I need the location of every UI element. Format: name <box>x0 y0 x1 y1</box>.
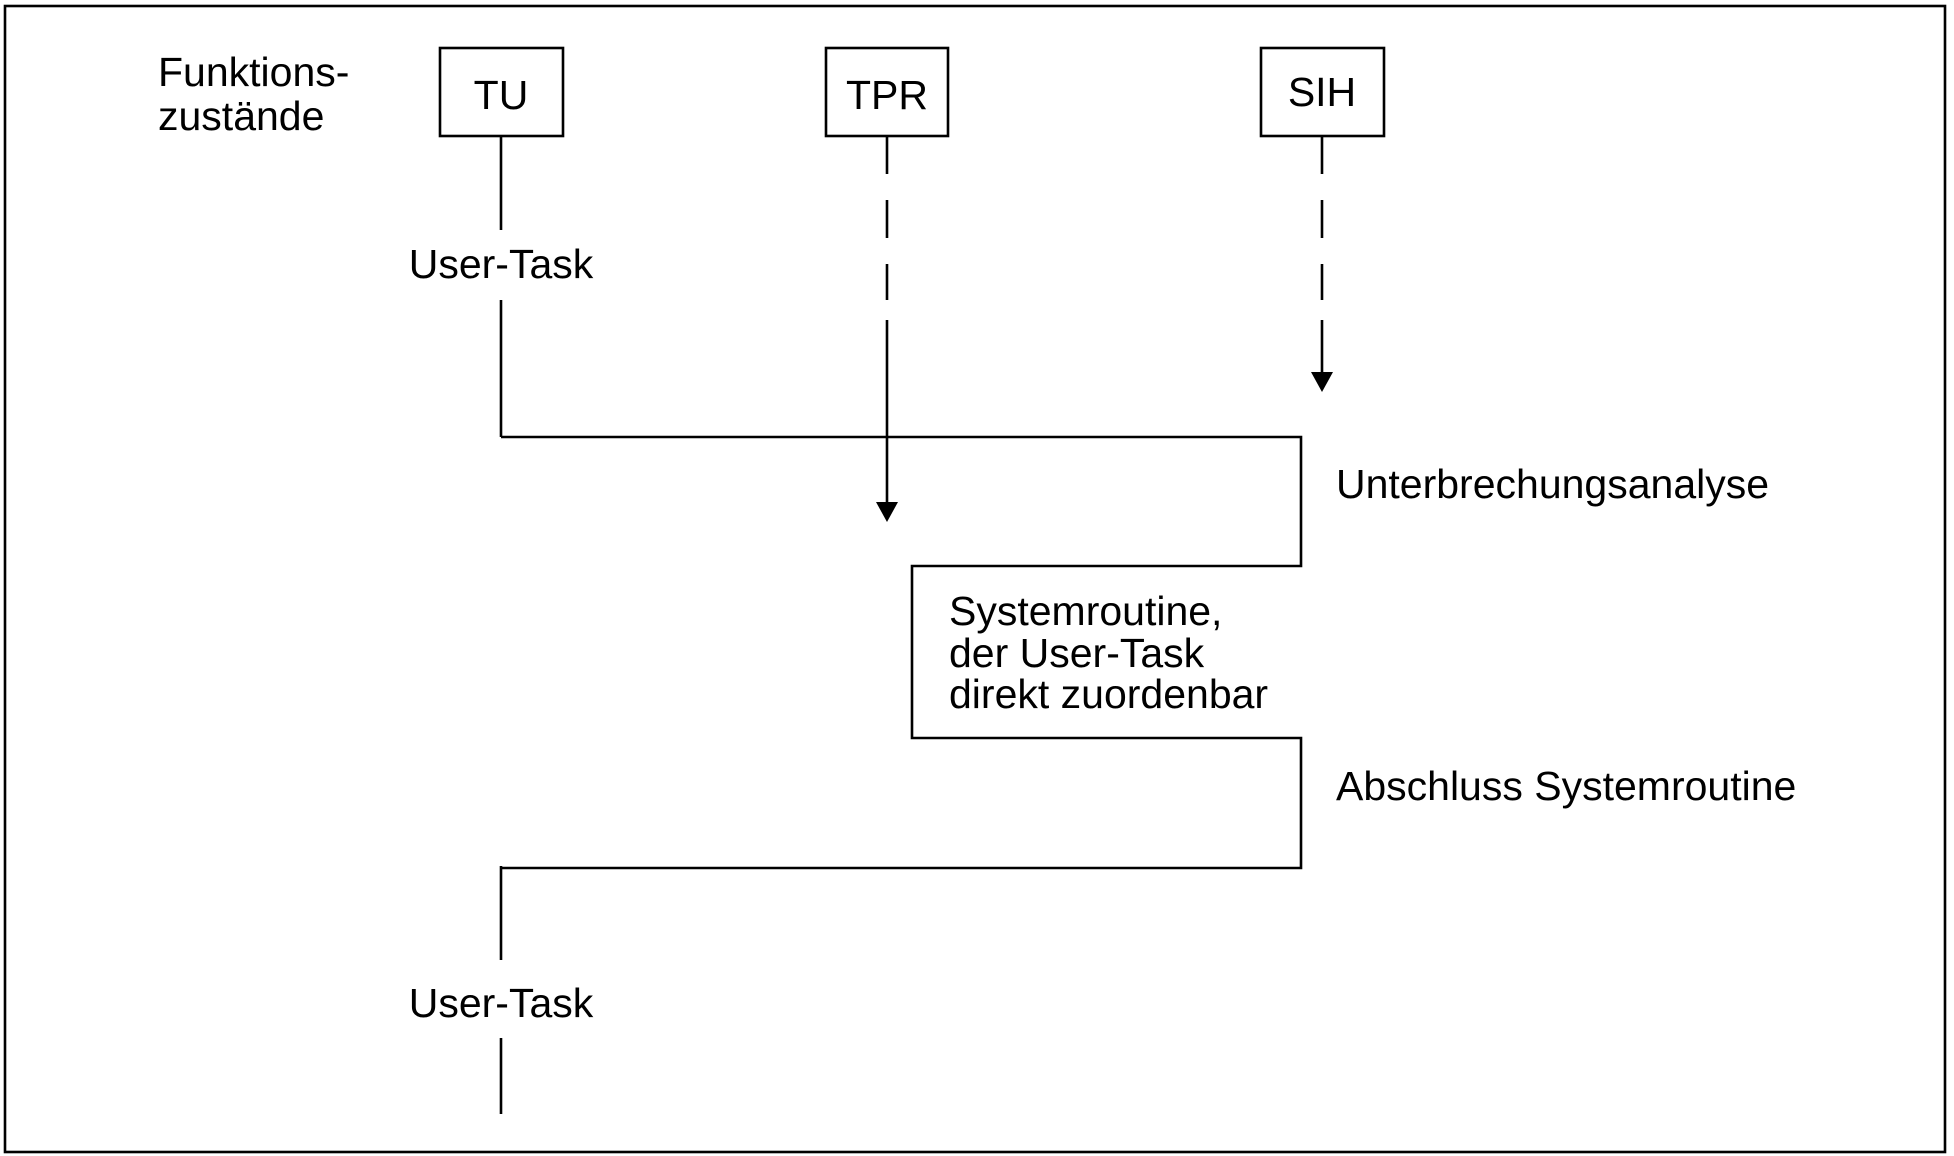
process-flow-path <box>501 435 1303 870</box>
state-box-tpr <box>824 46 950 138</box>
user-task-label-bottom: User-Task <box>409 980 594 1026</box>
state-label-tu: TU <box>474 72 529 118</box>
diagram-frame <box>3 4 1947 1154</box>
tpr-arrow-head <box>876 502 898 522</box>
system-routine-label-line-3: direkt zuordenbar <box>949 671 1268 717</box>
system-routine-label-line-2: der User-Task <box>949 630 1205 676</box>
state-box-tu <box>438 46 565 138</box>
header-label-line-2: zustände <box>158 93 324 139</box>
header-label-line-1: Funktions- <box>158 49 349 95</box>
system-routine-end-label: Abschluss Systemroutine <box>1336 763 1796 809</box>
sih-arrow-head <box>1311 372 1333 392</box>
user-task-label-top: User-Task <box>409 241 594 287</box>
interrupt-analysis-label: Unterbrechungsanalyse <box>1336 461 1769 507</box>
state-label-sih: SIH <box>1288 69 1356 115</box>
system-routine-label-line-1: Systemroutine, <box>949 588 1222 634</box>
state-label-tpr: TPR <box>846 72 928 118</box>
